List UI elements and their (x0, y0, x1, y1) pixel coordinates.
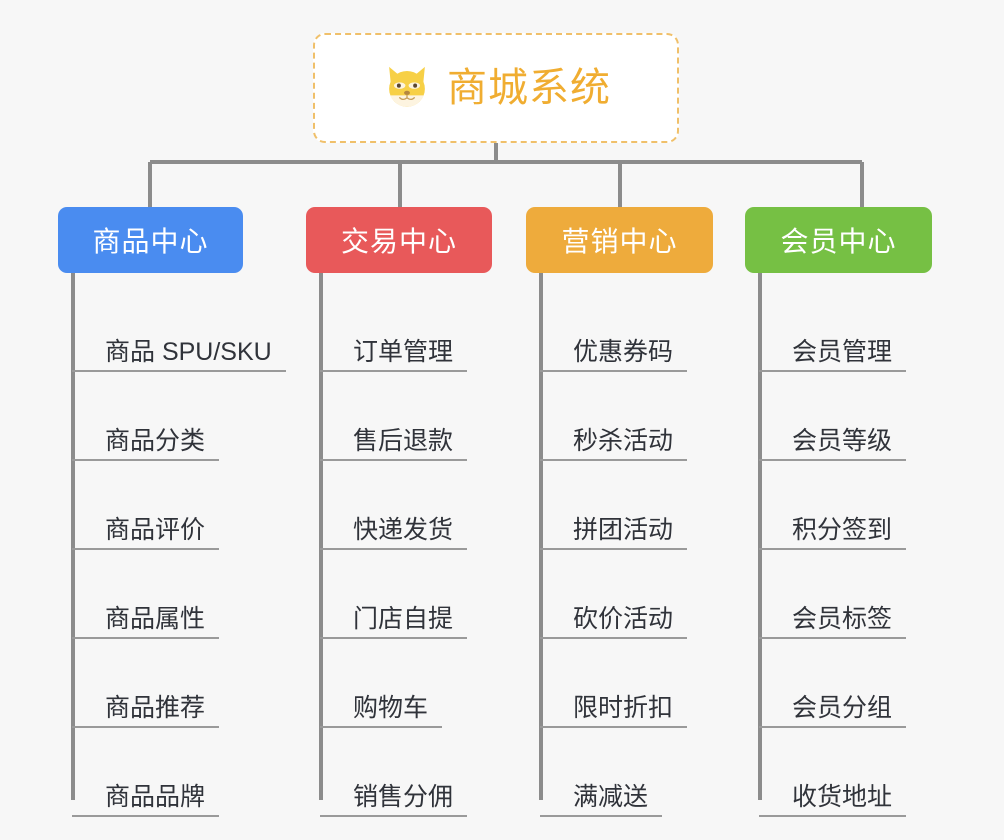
leaf-item[interactable]: 销售分佣 (320, 728, 492, 817)
leaf-underline (320, 637, 467, 639)
root-title: 商城系统 (447, 66, 611, 110)
leaf-item[interactable]: 门店自提 (320, 550, 492, 639)
leaf-item[interactable]: 会员分组 (759, 639, 932, 728)
leaf-item[interactable]: 会员管理 (759, 283, 932, 372)
leaf-underline (72, 459, 219, 461)
leaf-label: 秒杀活动 (573, 426, 674, 455)
leaf-underline (540, 548, 687, 550)
leaf-underline (759, 459, 906, 461)
category-column-3: 会员中心 会员管理会员等级积分签到会员标签会员分组收货地址 (745, 207, 932, 817)
leaf-underline (759, 370, 906, 372)
leaf-underline (320, 726, 442, 728)
leaf-item[interactable]: 订单管理 (320, 283, 492, 372)
leaf-list-3: 会员管理会员等级积分签到会员标签会员分组收货地址 (759, 273, 932, 817)
category-column-2: 营销中心 优惠券码秒杀活动拼团活动砍价活动限时折扣满减送 (526, 207, 713, 817)
leaf-label: 购物车 (353, 693, 429, 722)
leaf-label: 会员等级 (792, 426, 893, 455)
category-header-0[interactable]: 商品中心 (58, 207, 243, 273)
root-node[interactable]: 商城系统 (313, 33, 679, 143)
leaf-underline (540, 370, 687, 372)
leaf-label: 商品 SPU/SKU (105, 337, 272, 366)
leaf-label: 商品属性 (105, 604, 206, 633)
leaf-item[interactable]: 积分签到 (759, 461, 932, 550)
leaf-item[interactable]: 收货地址 (759, 728, 932, 817)
leaf-underline (540, 726, 687, 728)
category-column-0: 商品中心 商品 SPU/SKU 商品分类商品评价商品属性商品推荐商品品牌 (58, 207, 286, 817)
leaf-item[interactable]: 商品 SPU/SKU (72, 283, 286, 372)
leaf-label: 拼团活动 (573, 515, 674, 544)
leaf-list-0: 商品 SPU/SKU 商品分类商品评价商品属性商品推荐商品品牌 (72, 273, 286, 817)
shiba-dog-face-icon (389, 66, 425, 107)
leaf-item[interactable]: 购物车 (320, 639, 492, 728)
leaf-item[interactable]: 商品属性 (72, 550, 282, 639)
category-header-3[interactable]: 会员中心 (745, 207, 932, 273)
leaf-underline (759, 726, 906, 728)
leaf-label: 售后退款 (353, 426, 454, 455)
leaf-item[interactable]: 限时折扣 (540, 639, 713, 728)
leaf-underline (320, 815, 467, 817)
leaf-item[interactable]: 优惠券码 (540, 283, 713, 372)
category-column-1: 交易中心 订单管理售后退款快递发货门店自提购物车销售分佣 (306, 207, 492, 817)
leaf-label: 限时折扣 (573, 693, 674, 722)
leaf-label: 优惠券码 (573, 337, 674, 366)
leaf-underline (759, 637, 906, 639)
leaf-underline (320, 548, 467, 550)
leaf-underline (759, 548, 906, 550)
leaf-item[interactable]: 商品品牌 (72, 728, 282, 817)
leaf-underline (320, 459, 467, 461)
leaf-label: 会员管理 (792, 337, 893, 366)
leaf-label: 会员标签 (792, 604, 893, 633)
category-header-2[interactable]: 营销中心 (526, 207, 713, 273)
leaf-label: 门店自提 (353, 604, 454, 633)
leaf-label: 商品品牌 (105, 782, 206, 811)
leaf-item[interactable]: 商品分类 (72, 372, 282, 461)
leaf-underline (540, 815, 662, 817)
leaf-item[interactable]: 会员等级 (759, 372, 932, 461)
category-header-1[interactable]: 交易中心 (306, 207, 492, 273)
leaf-item[interactable]: 砍价活动 (540, 550, 713, 639)
leaf-item[interactable]: 商品评价 (72, 461, 282, 550)
leaf-label: 积分签到 (792, 515, 893, 544)
leaf-underline (72, 815, 219, 817)
leaf-item[interactable]: 满减送 (540, 728, 713, 817)
leaf-item[interactable]: 会员标签 (759, 550, 932, 639)
leaf-item[interactable]: 售后退款 (320, 372, 492, 461)
leaf-label: 收货地址 (792, 782, 893, 811)
leaf-underline (72, 548, 219, 550)
leaf-item[interactable]: 快递发货 (320, 461, 492, 550)
leaf-underline (320, 370, 467, 372)
leaf-underline (540, 637, 687, 639)
leaf-label: 满减送 (573, 782, 649, 811)
leaf-list-2: 优惠券码秒杀活动拼团活动砍价活动限时折扣满减送 (540, 273, 713, 817)
leaf-label: 快递发货 (353, 515, 454, 544)
leaf-item[interactable]: 商品推荐 (72, 639, 282, 728)
leaf-item[interactable]: 秒杀活动 (540, 372, 713, 461)
leaf-underline (72, 726, 219, 728)
leaf-label: 商品分类 (105, 426, 206, 455)
leaf-label: 订单管理 (353, 337, 454, 366)
leaf-label: 砍价活动 (573, 604, 674, 633)
leaf-underline (72, 370, 286, 372)
leaf-label: 商品推荐 (105, 693, 206, 722)
leaf-label: 会员分组 (792, 693, 893, 722)
leaf-label: 销售分佣 (353, 782, 454, 811)
leaf-label: 商品评价 (105, 515, 206, 544)
leaf-underline (759, 815, 906, 817)
leaf-underline (72, 637, 219, 639)
leaf-list-1: 订单管理售后退款快递发货门店自提购物车销售分佣 (320, 273, 492, 817)
leaf-item[interactable]: 拼团活动 (540, 461, 713, 550)
leaf-underline (540, 459, 687, 461)
